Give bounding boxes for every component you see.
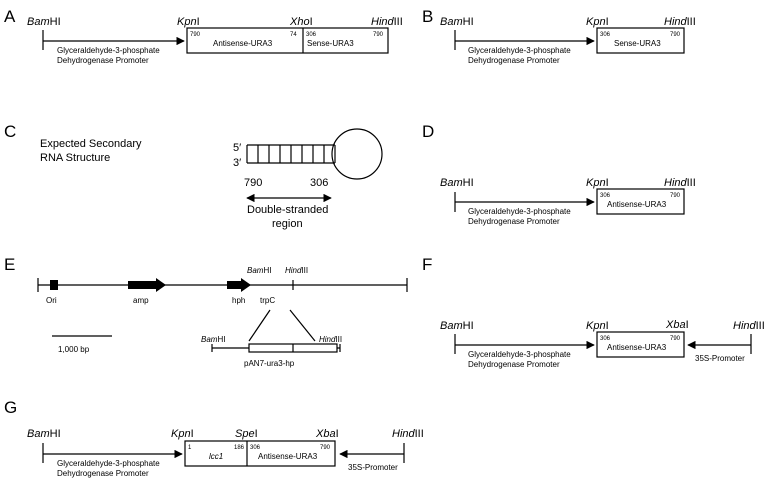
kpni-site-label: KpnI	[171, 428, 194, 440]
antisense-ura3-label: Antisense-URA3	[213, 39, 273, 48]
promoter-label-line1: Glyceraldehyde-3-phosphate	[468, 46, 571, 55]
structure-title-line1: Expected Secondary	[40, 138, 142, 150]
pos-790-label: 790	[190, 32, 201, 38]
lcc1-antisense-cassette-box	[184, 440, 336, 467]
amp-label: amp	[133, 296, 149, 305]
zoom-line-left	[248, 309, 271, 342]
sense-ura3-label: Sense-URA3	[307, 39, 354, 48]
pos-790-label: 790	[320, 445, 331, 451]
sense-cassette-box	[596, 27, 685, 54]
spei-site-label: SpeI	[235, 428, 258, 440]
pos-74-label: 74	[290, 32, 297, 38]
hindiii-site-label: HindIII	[319, 335, 342, 344]
antisense-cassette-box	[596, 188, 685, 215]
xhoi-site-label: XhoI	[289, 16, 313, 28]
pos-790-label: 790	[670, 193, 681, 199]
promoter-label-line2: Dehydrogenase Promoter	[468, 217, 560, 226]
bamhi-site-label: BamHI	[27, 16, 61, 28]
kpni-site-label: KpnI	[586, 16, 609, 28]
five-prime-label: 5′	[233, 142, 241, 154]
hairpin-stem	[246, 144, 336, 164]
double-stranded-label: Double-stranded	[247, 204, 328, 216]
antisense-ura3-label: Antisense-URA3	[607, 343, 667, 352]
hindiii-site-label: HindIII	[664, 177, 696, 189]
pos-790-label: 790	[670, 336, 681, 342]
pos-306-label: 306	[600, 336, 611, 342]
structure-title-line2: RNA Structure	[40, 152, 110, 164]
panel-a-letter: A	[4, 7, 16, 26]
ori-block	[50, 280, 58, 290]
kpni-site-label: KpnI	[177, 16, 200, 28]
bamhi-site-label: BamHI	[247, 266, 271, 275]
panel-d: D BamHI Glyceraldehyde-3-phosphate Dehyd…	[422, 122, 696, 226]
pos-306-label: 306	[310, 177, 328, 189]
xbai-site-label: XbaI	[315, 428, 339, 440]
panel-e: E Ori amp hph trpC BamHI HindIII 1,000 b…	[4, 255, 408, 368]
35s-promoter-label: 35S-Promoter	[695, 354, 745, 363]
panel-g: G BamHI Glyceraldehyde-3-phosphate Dehyd…	[4, 398, 424, 478]
region-label: region	[272, 218, 303, 230]
pos-306-label: 306	[600, 32, 611, 38]
pos-306-label: 306	[250, 445, 261, 451]
promoter-label-line2: Dehydrogenase Promoter	[57, 56, 149, 65]
hindiii-site-label: HindIII	[371, 16, 403, 28]
ori-label: Ori	[46, 296, 57, 305]
bamhi-site-label: BamHI	[201, 335, 225, 344]
pos-306-label: 306	[600, 193, 611, 199]
pos-790-label: 790	[244, 177, 262, 189]
hindiii-site-label: HindIII	[285, 266, 308, 275]
bamhi-site-label: BamHI	[440, 320, 474, 332]
panel-a: A BamHI Glyceraldehyde-3-phosphate Dehyd…	[4, 7, 403, 65]
bamhi-site-label: BamHI	[440, 177, 474, 189]
amp-gene-arrow	[128, 278, 166, 292]
pos-306-label: 306	[306, 32, 317, 38]
panel-e-letter: E	[4, 255, 15, 274]
hph-label: hph	[232, 296, 245, 305]
pos-1-label: 1	[188, 445, 192, 451]
panel-g-letter: G	[4, 398, 17, 417]
pos-186-label: 186	[234, 445, 245, 451]
bamhi-site-label: BamHI	[27, 428, 61, 440]
antisense-cassette-box	[596, 331, 685, 358]
promoter-label-line2: Dehydrogenase Promoter	[468, 360, 560, 369]
hindiii-site-label: HindIII	[664, 16, 696, 28]
promoter-label-line1: Glyceraldehyde-3-phosphate	[468, 350, 571, 359]
three-prime-label: 3′	[233, 157, 241, 169]
promoter-label-line1: Glyceraldehyde-3-phosphate	[57, 459, 160, 468]
trpc-label: trpC	[260, 296, 275, 305]
panel-b: B BamHI Glyceraldehyde-3-phosphate Dehyd…	[422, 7, 696, 65]
sense-ura3-label: Sense-URA3	[614, 39, 661, 48]
scale-label: 1,000 bp	[58, 345, 90, 354]
panel-b-letter: B	[422, 7, 433, 26]
panel-d-letter: D	[422, 122, 434, 141]
lcc1-label: lcc1	[209, 452, 223, 461]
insert-name-label: pAN7-ura3-hp	[244, 359, 295, 368]
promoter-label-line2: Dehydrogenase Promoter	[57, 469, 149, 478]
hindiii-site-label: HindIII	[733, 320, 765, 332]
zoom-line-right	[289, 309, 316, 342]
panel-c: C Expected Secondary RNA Structure 5′ 3′…	[4, 122, 383, 230]
panel-c-letter: C	[4, 122, 16, 141]
promoter-label-line1: Glyceraldehyde-3-phosphate	[57, 46, 160, 55]
pos-790-label: 790	[373, 32, 384, 38]
hairpin-loop	[331, 128, 383, 180]
hph-gene-arrow	[227, 278, 251, 292]
kpni-site-label: KpnI	[586, 320, 609, 332]
hindiii-site-label: HindIII	[392, 428, 424, 440]
antisense-ura3-label: Antisense-URA3	[607, 200, 667, 209]
promoter-label-line1: Glyceraldehyde-3-phosphate	[468, 207, 571, 216]
panel-f-letter: F	[422, 255, 432, 274]
kpni-site-label: KpnI	[586, 177, 609, 189]
xbai-site-label: XbaI	[665, 319, 689, 331]
hairpin-cassette-box	[186, 27, 389, 54]
bamhi-site-label: BamHI	[440, 16, 474, 28]
pos-790-label: 790	[670, 32, 681, 38]
panel-f: F BamHI Glyceraldehyde-3-phosphate Dehyd…	[422, 255, 765, 369]
antisense-ura3-label: Antisense-URA3	[258, 452, 318, 461]
promoter-label-line2: Dehydrogenase Promoter	[468, 56, 560, 65]
35s-promoter-label: 35S-Promoter	[348, 463, 398, 472]
